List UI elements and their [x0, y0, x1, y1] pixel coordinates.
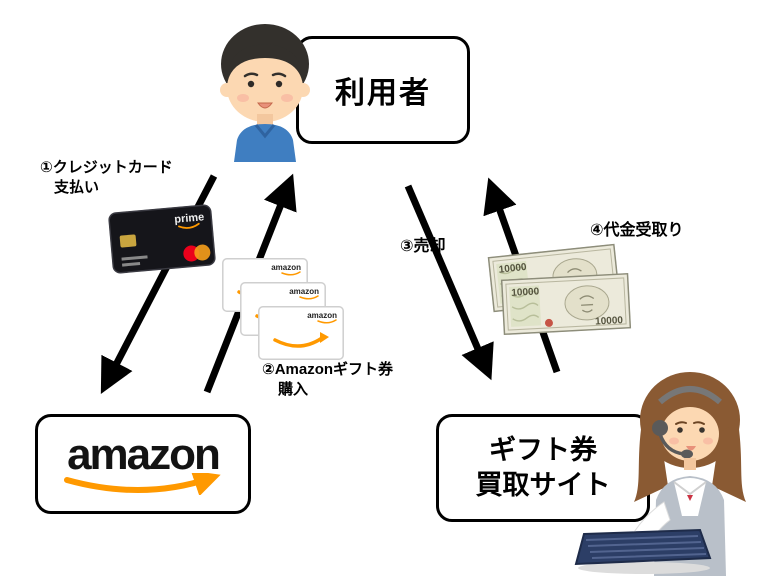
step4-label: ④代金受取り — [590, 222, 684, 239]
amazon-logo-text: amazon — [67, 430, 221, 479]
amazon-smile-icon — [64, 473, 221, 495]
gift-site-label: ギフト券 買取サイト — [476, 433, 611, 503]
keyboard-icon — [574, 528, 712, 574]
credit-card-icon: prime — [108, 204, 216, 274]
svg-text:10000: 10000 — [498, 262, 527, 276]
svg-text:10000: 10000 — [595, 315, 624, 327]
svg-text:amazon: amazon — [271, 263, 301, 272]
user-node: 利用者 — [296, 36, 470, 144]
amazon-logo: amazon — [59, 433, 227, 495]
ribbon — [687, 495, 693, 501]
money-bills: 10000 10000 10000 10000 — [487, 243, 648, 356]
gift-card-stack: amazon amazon amazon — [218, 256, 388, 386]
amazon-node: amazon — [35, 414, 251, 514]
headset-earcup — [652, 420, 668, 436]
gift-site-label-line2: 買取サイト — [475, 470, 611, 500]
user-person-illustration — [220, 24, 310, 162]
credit-card-brand-text: prime — [174, 211, 205, 226]
user-node-label: 利用者 — [335, 77, 431, 110]
headset-band — [658, 386, 722, 405]
gift-site-node: ギフト券 買取サイト — [436, 414, 650, 522]
money-icon: 10000 10000 — [500, 272, 632, 336]
step3-label: ③売却 — [400, 238, 446, 255]
arrow-step3-sell — [404, 184, 494, 381]
gift-site-label-line1: ギフト券 — [489, 434, 597, 465]
svg-text:amazon: amazon — [307, 311, 337, 320]
headset-mic — [681, 449, 693, 459]
step1-label: ①クレジットカード 支払い — [40, 159, 173, 197]
svg-text:amazon: amazon — [289, 287, 319, 296]
gift-card-icon: amazon — [258, 306, 344, 360]
operator-illustration — [624, 372, 746, 576]
svg-text:10000: 10000 — [511, 286, 540, 298]
step2-label: ②Amazonギフト券 購入 — [262, 361, 394, 399]
